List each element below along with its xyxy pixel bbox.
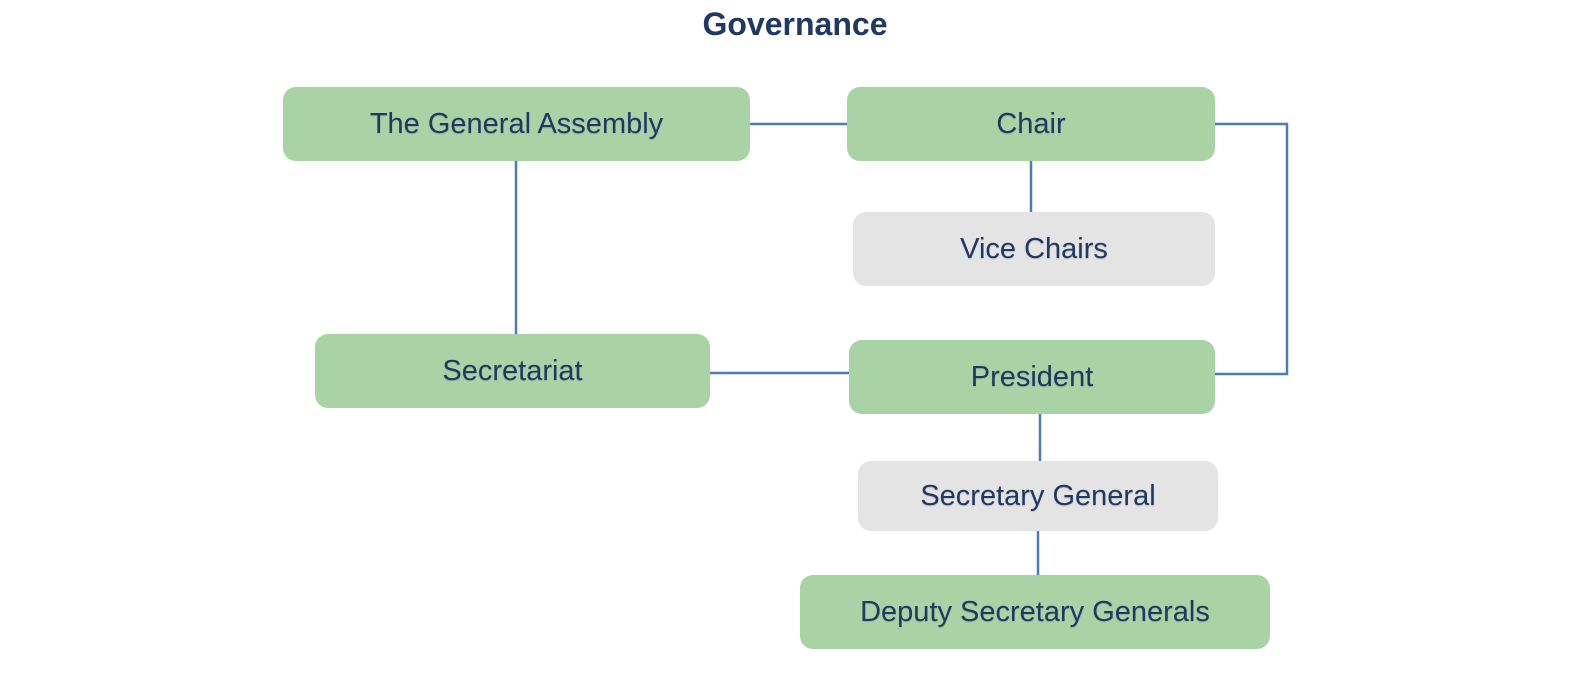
node-chair-label: Chair (996, 107, 1066, 140)
node-president-label: President (970, 360, 1094, 393)
node-vice-chairs: Vice Chairs (853, 212, 1215, 286)
diagram-title: Governance (702, 6, 888, 42)
node-chair: Chair (847, 87, 1215, 161)
node-deputy-secretary-generals-label: Deputy Secretary Generals (860, 595, 1210, 628)
node-secretariat: Secretariat (315, 334, 710, 408)
node-vice-chairs-label: Vice Chairs (960, 232, 1108, 265)
node-secretary-general: Secretary General (858, 461, 1218, 531)
node-general-assembly-label: The General Assembly (369, 107, 664, 140)
node-general-assembly: The General Assembly (283, 87, 750, 161)
node-secretary-general-label: Secretary General (920, 479, 1156, 512)
node-president: President (849, 340, 1215, 414)
node-secretariat-label: Secretariat (442, 354, 583, 387)
connector-chair-president-elbow (1215, 122, 1289, 376)
node-deputy-secretary-generals: Deputy Secretary Generals (800, 575, 1270, 649)
